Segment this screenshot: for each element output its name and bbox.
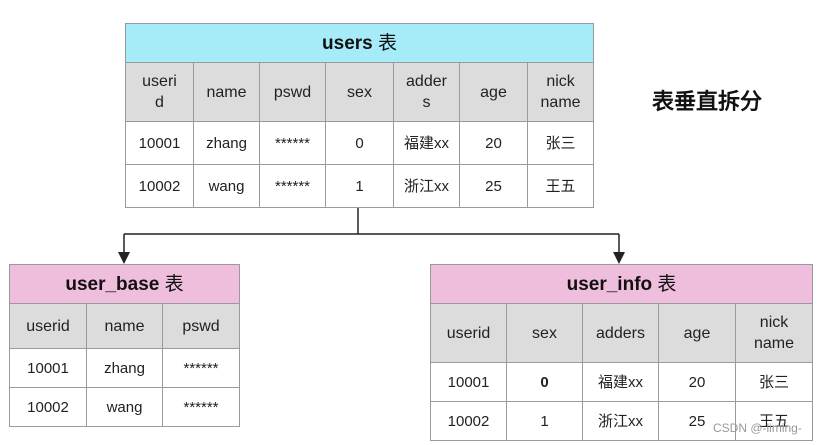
table-cell: 10001 xyxy=(430,362,507,402)
table-cell: 浙江xx xyxy=(393,164,460,208)
users-table-name: users xyxy=(322,32,373,54)
column-header: adders xyxy=(582,303,659,363)
users-table-title: users 表 xyxy=(124,23,595,63)
table-cell: 福建xx xyxy=(582,362,659,402)
table-cell: ****** xyxy=(259,121,326,165)
user-base-table-name: user_base xyxy=(65,273,160,295)
column-header: userid xyxy=(9,303,87,349)
table-cell: 王五 xyxy=(734,401,814,441)
table-row: 10001 0 福建xx 20 张三 xyxy=(430,362,814,402)
table-cell: 20 xyxy=(658,362,736,402)
table-cell: 1 xyxy=(506,401,583,441)
user-base-header-row: userid name pswd xyxy=(9,303,241,349)
table-cell: 张三 xyxy=(526,121,595,165)
diagram-heading: 表垂直拆分 xyxy=(652,90,763,115)
table-cell: ****** xyxy=(259,164,326,208)
table-row: 10001 zhang ****** 0 福建xx 20 张三 xyxy=(125,121,595,165)
column-header: sex xyxy=(325,62,394,122)
column-header: pswd xyxy=(161,303,241,349)
table-cell: wang xyxy=(86,387,163,427)
table-cell: 福建xx xyxy=(393,121,460,165)
column-header: name xyxy=(86,303,163,349)
table-cell: 张三 xyxy=(734,362,814,402)
table-cell: ****** xyxy=(161,348,241,388)
column-header: age xyxy=(658,303,736,363)
table-cell: 25 xyxy=(658,401,736,441)
table-row: 10002 wang ****** 1 浙江xx 25 王五 xyxy=(125,164,595,208)
user-base-table-suffix: 表 xyxy=(164,273,184,295)
column-header: name xyxy=(193,62,260,122)
table-cell: 25 xyxy=(459,164,528,208)
table-cell: 王五 xyxy=(526,164,595,208)
table-cell: 10002 xyxy=(125,164,194,208)
table-cell: 10001 xyxy=(9,348,87,388)
user-info-table-name: user_info xyxy=(566,273,653,295)
user-info-table-suffix: 表 xyxy=(657,273,677,295)
column-header: sex xyxy=(506,303,583,363)
users-table-suffix: 表 xyxy=(378,32,398,54)
table-cell: 0 xyxy=(506,362,583,402)
table-cell: zhang xyxy=(193,121,260,165)
column-header: pswd xyxy=(259,62,326,122)
table-row: 10002 wang ****** xyxy=(9,387,241,427)
column-header: userid xyxy=(430,303,507,363)
table-cell: 10001 xyxy=(125,121,194,165)
user-info-table-title: user_info 表 xyxy=(429,264,814,304)
user-base-table: user_base 表 userid name pswd 10001 zhang… xyxy=(8,264,241,427)
table-cell: 10002 xyxy=(430,401,507,441)
table-row: 10001 zhang ****** xyxy=(9,348,241,388)
column-header: age xyxy=(459,62,528,122)
table-cell: zhang xyxy=(86,348,163,388)
source-watermark: CSDN @-liming- xyxy=(713,421,802,435)
user-base-table-title: user_base 表 xyxy=(8,264,241,304)
table-cell: 20 xyxy=(459,121,528,165)
table-cell: wang xyxy=(193,164,260,208)
table-cell: 1 xyxy=(325,164,394,208)
table-cell: 浙江xx xyxy=(582,401,659,441)
table-cell: ****** xyxy=(161,387,241,427)
table-cell: 10002 xyxy=(9,387,87,427)
table-row: 10002 1 浙江xx 25 王五 xyxy=(430,401,814,441)
table-cell: 0 xyxy=(325,121,394,165)
